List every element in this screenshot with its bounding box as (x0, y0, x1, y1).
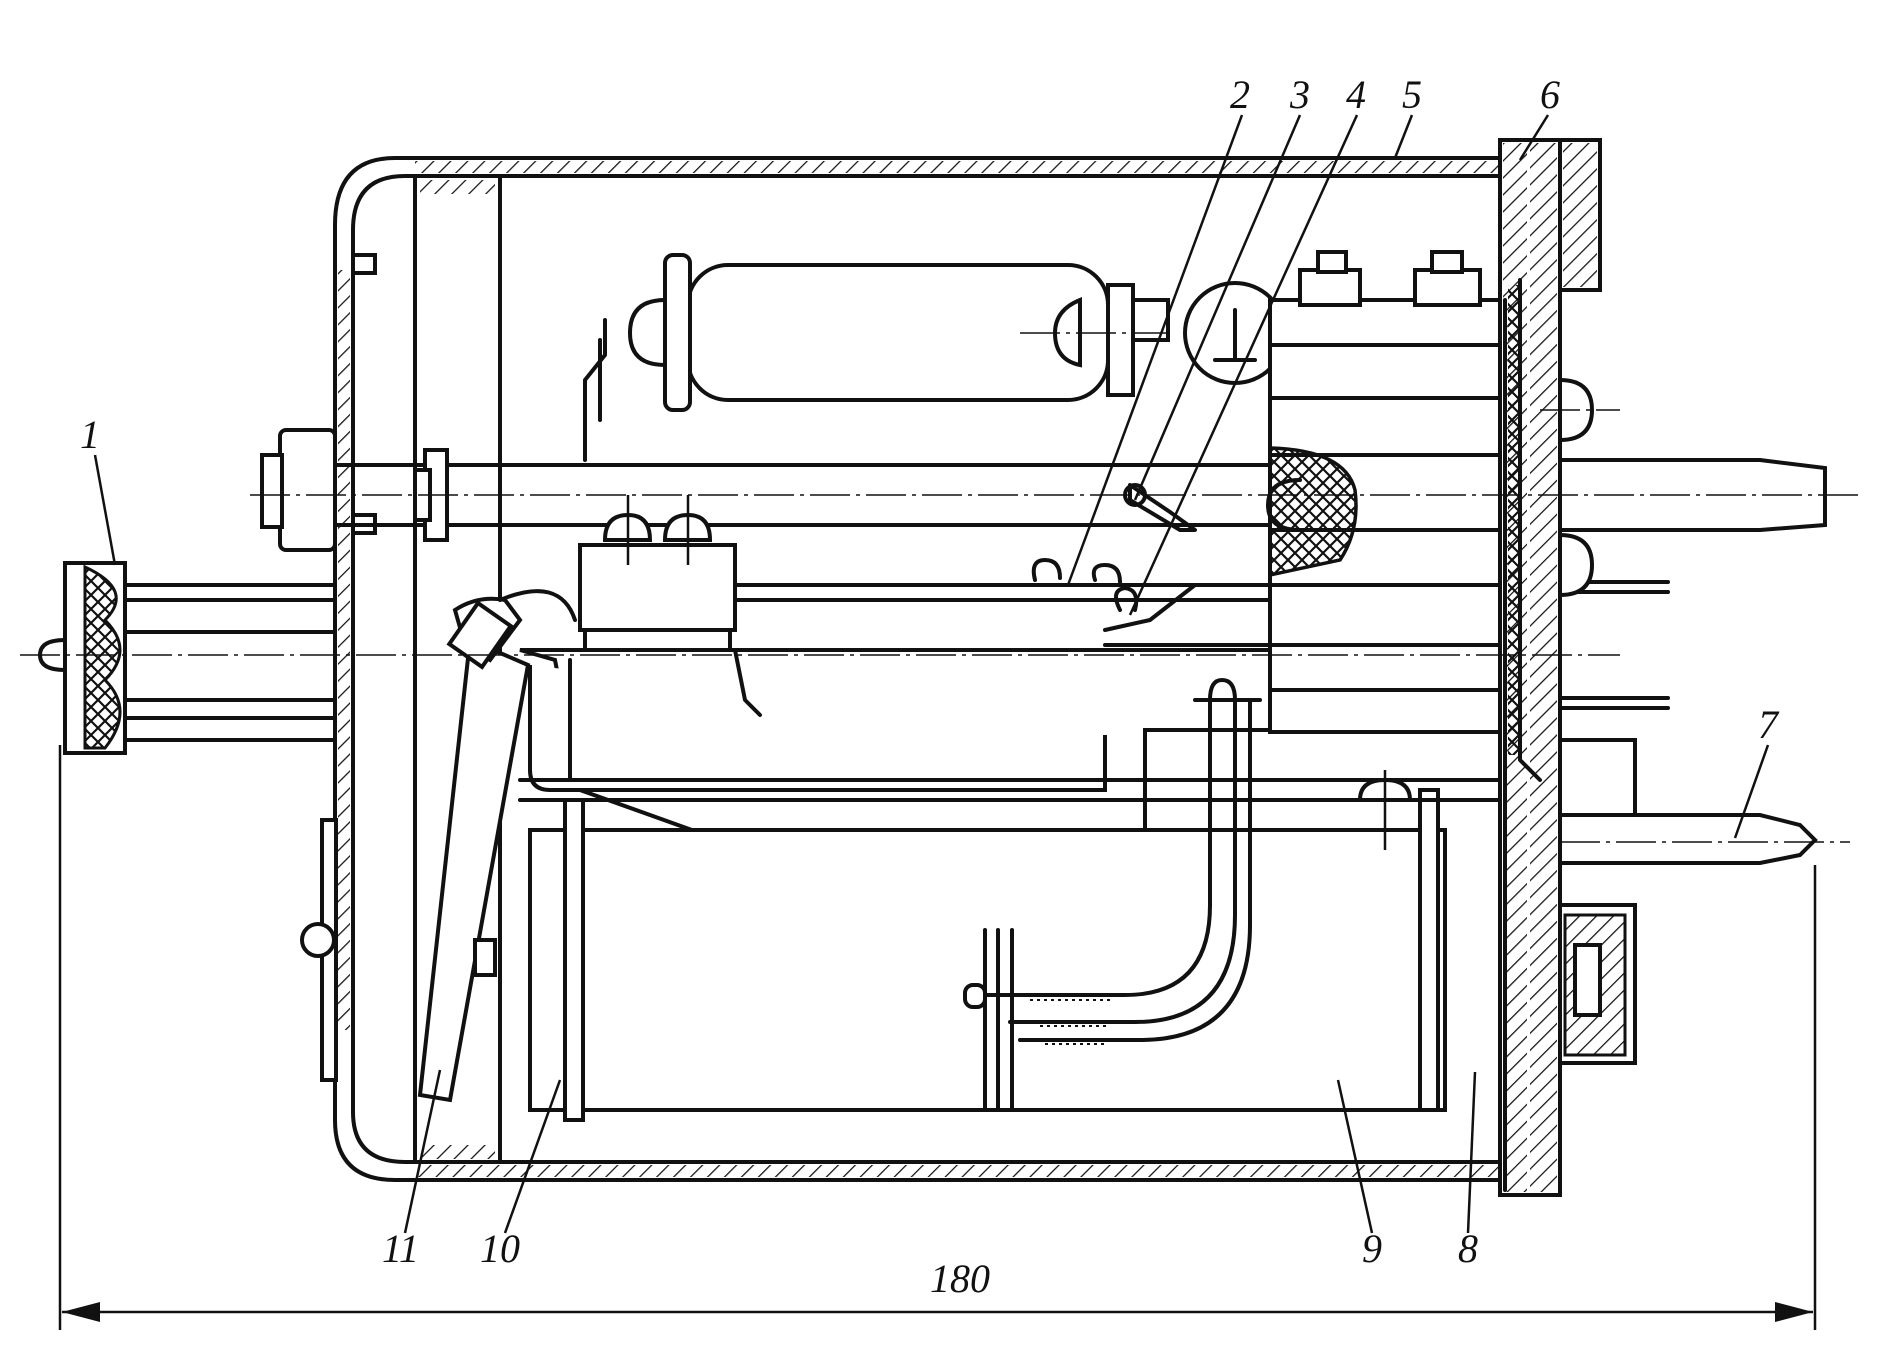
callout-label-7: 7 (1758, 702, 1780, 747)
callout-label-5: 5 (1402, 72, 1422, 117)
moving-contacts (668, 483, 1272, 647)
part-11-flexible-strap (417, 589, 577, 1103)
part-5-upper-coil (583, 253, 1287, 462)
callout-label-2: 2 (1230, 72, 1250, 117)
callout-label-8: 8 (1458, 1226, 1478, 1271)
shaft-and-nut (260, 428, 1362, 552)
part-1-rubber-boot (37, 561, 337, 755)
terminal-studs (1558, 377, 1827, 1065)
housing-cover (300, 156, 1502, 1182)
overall-length-dimension (58, 745, 1817, 1330)
part-7-output-pin (1558, 813, 1818, 865)
callout-label-10: 10 (480, 1226, 520, 1271)
part-9-winding-spool (518, 770, 1502, 1122)
callout-label-9: 9 (1362, 1226, 1382, 1271)
center-lines (20, 332, 1860, 843)
contact-block (1266, 250, 1502, 734)
part-6-terminal-plate (1498, 138, 1602, 1197)
callout-label-1: 1 (80, 412, 100, 457)
callout-leaders (93, 114, 1770, 1234)
dimension-value: 180 (930, 1256, 990, 1301)
callout-label-11: 11 (382, 1226, 419, 1271)
wire-leads (963, 678, 1262, 1045)
callout-label-6: 6 (1540, 72, 1560, 117)
callout-label-4: 4 (1346, 72, 1366, 117)
callout-label-3: 3 (1289, 72, 1310, 117)
